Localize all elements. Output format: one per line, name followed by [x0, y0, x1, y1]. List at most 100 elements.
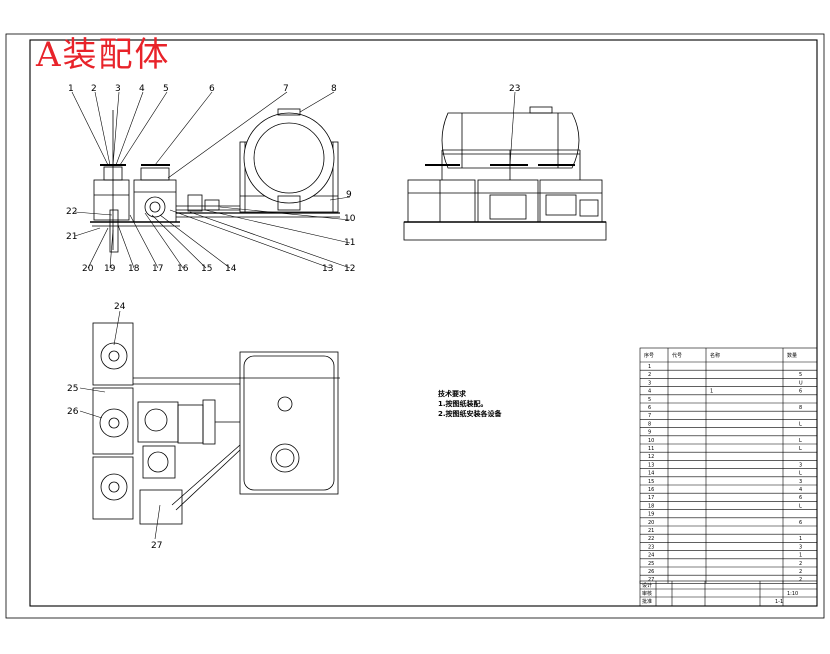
table-cell: 27 — [648, 577, 654, 583]
leader-line — [509, 91, 516, 166]
table-cell: 19 — [648, 512, 654, 518]
notes-item: 1.按图纸装配。 — [438, 400, 488, 408]
top-view-leaders — [79, 310, 161, 540]
table-cell: 4 — [799, 487, 802, 493]
table-cell: 12 — [648, 454, 654, 460]
table-cell: 8 — [799, 405, 802, 411]
table-cell: 11 — [648, 446, 654, 452]
table-cell: L — [799, 421, 802, 427]
table-cell: 15 — [648, 479, 654, 485]
table-cell: 10 — [648, 438, 654, 444]
leader-label: 8 — [331, 84, 337, 94]
table-cell: 18 — [648, 503, 654, 509]
leader-label: 26 — [67, 407, 79, 417]
table-cell: 22 — [648, 536, 654, 542]
leader-label: 22 — [66, 207, 77, 217]
table-cell: 5 — [648, 397, 651, 403]
top-view — [92, 322, 340, 525]
table-cell: 6 — [799, 495, 802, 501]
table-cell: 2 — [799, 569, 802, 575]
table-cell: 26 — [648, 569, 654, 575]
table-header-cell: 数量 — [787, 352, 797, 359]
table-cell: 1 — [799, 553, 802, 559]
table-cell: 25 — [648, 561, 654, 567]
table-cell: 7 — [648, 413, 651, 419]
inner-frame — [29, 39, 818, 607]
leader-label: 13 — [322, 264, 333, 274]
leader-label: 6 — [209, 84, 215, 94]
table-cell: 13 — [648, 462, 654, 468]
table-outline — [639, 347, 818, 584]
table-cell: L — [799, 471, 802, 477]
leader-label: 11 — [344, 238, 355, 248]
title-block-text: 设计 审核 批准 1:10 1-1 — [642, 582, 798, 605]
table-cell: 4 — [648, 389, 651, 395]
table-cell: L — [799, 446, 802, 452]
leader-label: 10 — [344, 214, 356, 224]
leader-label: 4 — [139, 84, 145, 94]
table-cell: 8 — [648, 421, 651, 427]
leader-labels: 1 2 3 4 5 6 7 8 9 10 11 12 13 14 15 16 1… — [66, 84, 356, 274]
table-header-cell: 序号 — [644, 352, 654, 359]
front-view — [90, 108, 340, 253]
leader-label: 9 — [346, 190, 352, 200]
table-cell: 2 — [648, 372, 651, 378]
leader-lines — [71, 91, 351, 269]
table-cell: 23 — [648, 544, 654, 550]
title-block-row: 审核 — [642, 590, 652, 597]
title-block-row: 设计 — [642, 582, 652, 589]
notes-heading: 技术要求 — [438, 390, 466, 398]
leader-label: 19 — [104, 264, 116, 274]
leader-label: 18 — [128, 264, 140, 274]
table-cell: 3 — [799, 479, 802, 485]
table-cell: 3 — [799, 544, 802, 550]
table-cell: 9 — [648, 430, 651, 436]
leader-label: 21 — [66, 232, 77, 242]
side-view-label: 23 — [509, 84, 520, 94]
leader-label: 15 — [201, 264, 212, 274]
leader-label: 1 — [68, 84, 74, 94]
table-cell: U — [799, 380, 803, 386]
leader-label: 3 — [115, 84, 121, 94]
leader-label: 20 — [82, 264, 94, 274]
table-cell: 24 — [648, 553, 654, 559]
title-block-row: 批准 — [642, 598, 652, 605]
table-cell: L — [799, 503, 802, 509]
table-cell: 3 — [648, 380, 651, 386]
top-view-labels: 24 25 26 27 — [67, 302, 162, 551]
leader-label: 7 — [283, 84, 289, 94]
leader-label: 12 — [344, 264, 355, 274]
leader-label: 17 — [152, 264, 163, 274]
table-cell: 16 — [648, 487, 654, 493]
leader-label: 25 — [67, 384, 78, 394]
table-cell: 21 — [648, 528, 654, 534]
table-cell: 5 — [799, 372, 802, 378]
table-cell: 17 — [648, 495, 654, 501]
table-cell: 6 — [799, 520, 802, 526]
table-cell: 6 — [648, 405, 651, 411]
title-block-sheet: 1-1 — [775, 599, 783, 605]
leader-label: 24 — [114, 302, 126, 312]
table-cell: 14 — [648, 471, 654, 477]
table-cell: 1 — [710, 389, 713, 395]
notes-item: 2.按图纸安装各设备 — [438, 410, 502, 418]
leader-label: 27 — [151, 541, 162, 551]
title-block-scale: 1:10 — [787, 591, 798, 597]
title-block — [639, 580, 818, 607]
table-cell: 1 — [799, 536, 802, 542]
table-cell: 3 — [799, 462, 802, 468]
table-header-cell: 代号 — [672, 352, 682, 359]
leader-label: 16 — [177, 264, 189, 274]
table-header-cell: 名称 — [710, 352, 720, 359]
outer-border — [5, 33, 825, 619]
table-cell: 2 — [799, 577, 802, 583]
parts-list-table — [639, 347, 818, 584]
table-cell: L — [799, 438, 802, 444]
table-cell: 2 — [799, 561, 802, 567]
side-view — [403, 106, 607, 241]
table-cell: 1 — [648, 364, 651, 370]
table-cell: 20 — [648, 520, 654, 526]
leader-label: 2 — [91, 84, 97, 94]
